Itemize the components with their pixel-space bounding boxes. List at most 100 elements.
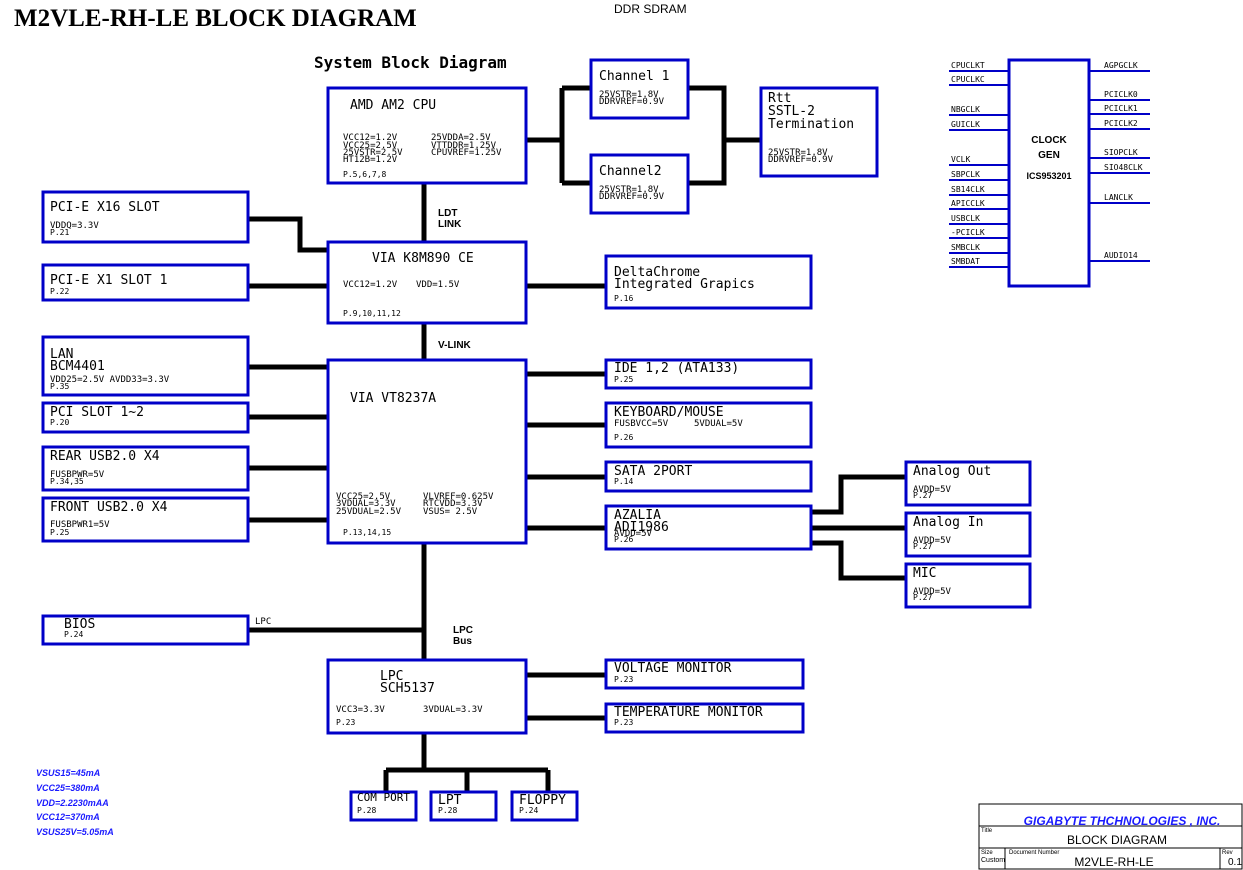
floppy-page: P.24: [519, 806, 538, 815]
title-block: GIGABYTE THCHNOLOGIES , INC. Title BLOCK…: [978, 803, 1243, 870]
ddr-sdram-label: DDR SDRAM: [614, 2, 687, 16]
clock-pin-label: AGPGCLK: [1104, 61, 1138, 70]
lan-line-2: BCM4401: [50, 359, 105, 374]
pcie-x1-page: P.22: [50, 287, 69, 296]
channel2-volt-2: DDRVREF=0.9V: [599, 192, 665, 202]
lan-volt: VDD25=2.5V AVDD33=3.3V: [50, 375, 170, 385]
lan-block: LAN BCM4401 VDD25=2.5V AVDD33=3.3V P.35: [41, 335, 250, 397]
lan-line-1: LAN: [50, 347, 73, 362]
clock-pin-label: SIO48CLK: [1104, 163, 1143, 172]
channel1-name: Channel 1: [599, 69, 669, 84]
cpu-volt-3: 25VSTR=2.5V: [343, 148, 403, 158]
lpc-chip-line-1: LPC: [380, 669, 403, 684]
clock-chip-name: ICS953201: [1026, 171, 1071, 181]
rear-usb-block: REAR USB2.0 X4 FUSBPWR=5V P.34,35: [41, 445, 250, 492]
keyboard-mouse-block: KEYBOARD/MOUSE FUSBVCC=5V 5VDUAL=5V P.26: [604, 401, 813, 449]
lpc-bus-label-2: Bus: [453, 636, 472, 647]
clock-pin-label: NBGCLK: [951, 105, 980, 114]
keyboard-mouse-name: KEYBOARD/MOUSE: [614, 405, 724, 420]
channel1-volt-2: DDRVREF=0.9V: [599, 97, 665, 107]
temperature-monitor-name: TEMPERATURE MONITOR: [614, 705, 763, 720]
connection-wires: [248, 85, 906, 792]
rtt-volt-1: 25VSTR=1.8V: [768, 148, 828, 158]
mic-block: MIC AVDD=5V P.27: [904, 562, 1032, 609]
cpu-page: P.5,6,7,8: [343, 170, 387, 179]
analog-out-page: P.27: [913, 491, 932, 500]
channel2-name: Channel2: [599, 164, 662, 179]
com-port-name: COM PORT: [357, 791, 410, 804]
bios-block: BIOS P.24: [41, 614, 250, 646]
ide-page: P.25: [614, 375, 633, 384]
azalia-line-1: AZALIA: [614, 508, 661, 523]
analog-in-page: P.27: [913, 542, 932, 551]
voltage-monitor-block: VOLTAGE MONITOR P.23: [604, 658, 805, 690]
deltachrome-block: DeltaChrome Integrated Grapics P.16: [604, 254, 813, 310]
clock-pin-label: SIOPCLK: [1104, 148, 1138, 157]
clock-pin-label: APICCLK: [951, 199, 985, 208]
southbridge-volt-2: 3VDUAL=3.3V: [336, 499, 396, 509]
size-label: Size: [981, 850, 993, 856]
lpc-bus-label-1: LPC: [453, 625, 473, 636]
front-usb-block: FRONT USB2.0 X4 FUSBPWR1=5V P.25: [41, 496, 250, 543]
cpu-volt-7: CPUVREF=1.25V: [431, 148, 502, 158]
docnum-value: M2VLE-RH-LE: [1074, 855, 1153, 869]
rev-label: Rev: [1222, 850, 1233, 856]
rear-usb-volt: FUSBPWR=5V: [50, 470, 105, 480]
voltage-monitor-name: VOLTAGE MONITOR: [614, 661, 732, 676]
keyboard-volt-1: FUSBVCC=5V: [614, 419, 669, 429]
cpu-volt-2: VCC25=2.5V: [343, 141, 398, 151]
rtt-line-3: Termination: [768, 117, 854, 132]
com-port-page: P.28: [357, 806, 376, 815]
keyboard-volt-2: 5VDUAL=5V: [694, 419, 743, 429]
deltachrome-line-1: DeltaChrome: [614, 265, 700, 280]
size-value: Custom: [981, 857, 1005, 864]
lpt-block: LPT P.28: [429, 790, 498, 822]
clock-pin-label: GUICLK: [951, 120, 980, 129]
clock-line-1: CLOCK: [1031, 135, 1067, 146]
power-note: VCC12=370mA: [36, 812, 100, 822]
diagram-title: M2VLE-RH-LE BLOCK DIAGRAM: [14, 5, 417, 32]
title-label: Title: [981, 828, 993, 834]
northbridge-volt-1: VCC12=1.2V: [343, 280, 398, 290]
northbridge-block: VIA K8M890 CE VCC12=1.2V VDD=1.5V P.9,10…: [326, 240, 528, 325]
front-usb-name: FRONT USB2.0 X4: [50, 500, 168, 515]
channel2-block: Channel2 25VSTR=1.8V DDRVREF=0.9V: [589, 153, 690, 215]
power-note: VSUS25V=5.05mA: [36, 827, 114, 837]
vlink-label: V-LINK: [438, 340, 472, 351]
ide-block: IDE 1,2 (ATA133) P.25: [604, 358, 813, 390]
front-usb-volt: FUSBPWR1=5V: [50, 520, 110, 530]
northbridge-page: P.9,10,11,12: [343, 309, 401, 318]
pcie-x1-slot-block: PCI-E X1 SLOT 1 P.22: [41, 263, 250, 302]
azalia-volt: AVDD=5V: [614, 529, 653, 539]
clock-pin-label: CPUCLKT: [951, 61, 985, 70]
clock-line-2: GEN: [1038, 150, 1060, 161]
mic-page: P.27: [913, 593, 932, 602]
floppy-block: FLOPPY P.24: [510, 790, 579, 822]
deltachrome-line-2: Integrated Grapics: [614, 277, 755, 292]
cpu-block: AMD AM2 CPU VCC12=1.2V VCC25=2.5V 25VSTR…: [326, 86, 528, 185]
cpu-volt-6: VTTDDR=1.25V: [431, 141, 497, 151]
clock-pin-label: VCLK: [951, 155, 970, 164]
system-subtitle: System Block Diagram: [314, 53, 507, 72]
southbridge-volt-4: VLVREF=0.625V: [423, 492, 494, 502]
clock-pin-label: CPUCLKC: [951, 75, 985, 84]
analog-out-block: Analog Out AVDD=5V P.27: [904, 460, 1032, 507]
voltage-monitor-page: P.23: [614, 675, 633, 684]
clock-pin-label: SB14CLK: [951, 185, 985, 194]
analog-in-block: Analog In AVDD=5V P.27: [904, 511, 1032, 558]
clock-pin-label: PCICLK1: [1104, 104, 1138, 113]
sata-block: SATA 2PORT P.14: [604, 460, 813, 493]
lpc-chip-line-2: SCH5137: [380, 681, 435, 696]
azalia-line-2: ADI1986: [614, 520, 669, 535]
clock-pin-label: LANCLK: [1104, 193, 1133, 202]
southbridge-block: VIA VT8237A VCC25=2.5V 3VDUAL=3.3V 25VDU…: [326, 358, 528, 545]
southbridge-name: VIA VT8237A: [350, 391, 436, 406]
clock-right-pins: AGPGCLKPCICLK0PCICLK1PCICLK2SIOPCLKSIO48…: [1089, 61, 1150, 262]
temperature-monitor-page: P.23: [614, 718, 633, 727]
rev-value: 0.1: [1228, 857, 1242, 868]
bios-lpc-label: LPC: [255, 617, 271, 627]
rtt-line-1: Rtt: [768, 91, 791, 106]
lpc-chip-volt-1: VCC3=3.3V: [336, 705, 385, 715]
lan-page: P.35: [50, 382, 69, 391]
azalia-page: P.26: [614, 535, 633, 544]
